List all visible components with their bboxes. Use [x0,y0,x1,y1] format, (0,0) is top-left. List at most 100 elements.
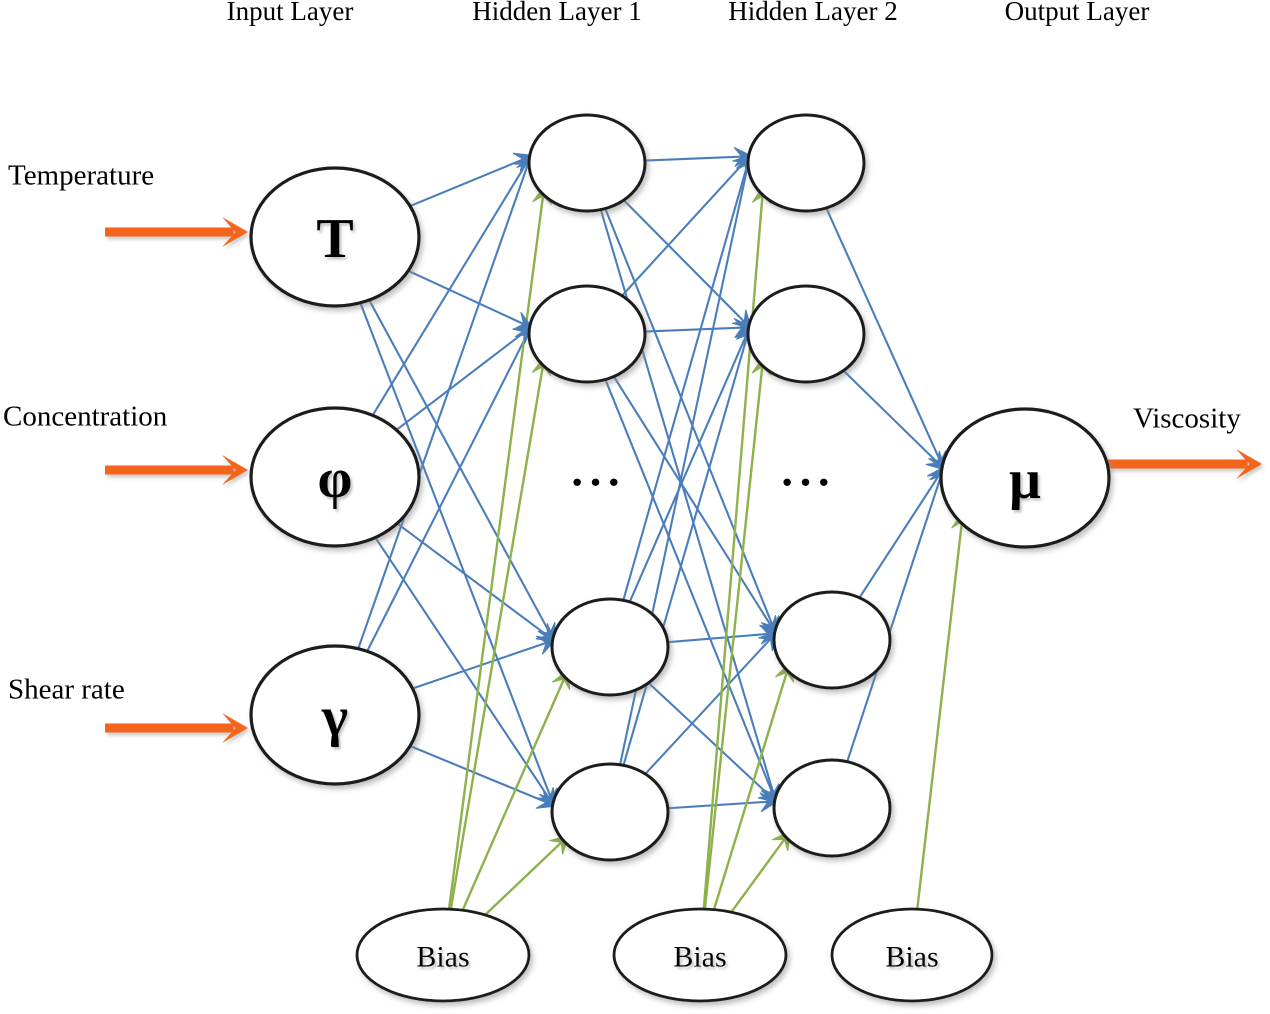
input-label-shear-rate: Shear rate [8,674,125,706]
ellipsis-h1-ellipsis: ··· [569,457,624,508]
hidden1-node-h1-n3-ellipse [550,597,670,697]
weight-edge-h1-n1-to-h2-n1 [644,155,750,162]
bias-node-bias-1-ellipse [355,907,531,1003]
weight-edge-h1-n2-to-h2-n3 [612,375,777,634]
bias-node-bias-3-ellipse [830,907,994,1003]
input-node-temperature-label: T [316,208,353,270]
bias-node-bias-2: Bias [612,907,788,1003]
weight-arrowhead-h1-n4-11 [535,790,557,809]
arrowhead-shape [759,792,779,813]
bias-node-bias-2-label: Bias [673,941,726,974]
input-node-concentration-ellipse [249,406,421,548]
output-arrow-viscosity-head [1236,449,1262,479]
input-node-temperature-ellipse [249,166,421,308]
arrowhead-shape [925,450,946,471]
input-arrow-concentration-head [222,455,248,485]
weight-edge-h1-n3-to-h2-n2 [628,326,751,603]
hidden1-node-h1-n4 [550,762,670,862]
weight-edge-temperature-to-h1-n4 [359,302,555,806]
weight-edge-temperature-to-h1-n1 [409,155,532,208]
bias-edge-bias-2-to-h2-n2 [703,358,765,910]
input-arrow-shear-rate-head [222,713,248,743]
weight-arrowhead-h2-n4-11 [757,783,778,804]
hidden2-node-h2-n2 [746,284,866,384]
weight-edges-group [357,155,945,810]
bias-edge-bias-1-to-h1-n1 [447,187,546,910]
weight-edge-concentration-to-h1-n3 [396,522,555,642]
hidden2-node-h2-n3-ellipse [772,590,892,690]
weight-arrowhead-viscosity-1 [925,450,946,471]
weight-edge-shear-rate-to-h1-n4 [409,745,555,807]
hidden1-node-h1-n4-ellipse [550,762,670,862]
bias-edge-bias-1-to-h1-n3 [461,671,569,911]
output-node-viscosity: μ [939,407,1111,549]
bias-edge-bias-3-to-viscosity [916,513,965,910]
hidden2-node-h2-n1 [746,113,866,213]
weight-arrowhead-h1-n3-10 [535,635,557,655]
arrowhead-shape [535,790,557,809]
arrowhead-shape [757,783,778,804]
hidden1-node-h1-n1-ellipse [527,113,647,213]
weight-edge-h1-n3-to-h2-n1 [622,155,751,601]
bias-node-bias-2-ellipse [612,907,788,1003]
weight-edge-h1-n4-to-h2-n2 [622,326,751,766]
weight-edge-h1-n1-to-h2-n3 [604,208,777,634]
input-arrow-temperature-head [222,217,248,247]
input-arrow-temperature [105,217,248,247]
bias-node-bias-3: Bias [830,907,994,1003]
bias-node-bias-1-label: Bias [416,941,469,974]
hidden2-node-h2-n4 [772,758,892,858]
output-arrow-viscosity [1108,449,1262,479]
hidden1-node-h1-n2-ellipse [527,284,647,384]
hidden1-node-h1-n2 [527,284,647,384]
hidden2-node-h2-n2-ellipse [746,284,866,384]
hidden2-node-h2-n4-ellipse [772,758,892,858]
hidden2-node-h2-n1-ellipse [746,113,866,213]
weight-edge-h2-n3-to-viscosity [858,467,945,599]
weight-edge-shear-rate-to-h1-n2 [366,326,532,652]
ellipsis-h2-ellipsis: ··· [779,457,834,508]
layer-header-hidden-layer-1: Hidden Layer 1 [472,0,641,26]
layer-header-input-layer: Input Layer [227,0,354,26]
weight-edge-h1-n3-to-h2-n3 [667,632,776,644]
output-label-viscosity: Viscosity [1133,403,1241,435]
hidden2-node-h2-n3 [772,590,892,690]
input-node-shear-rate-ellipse [249,644,421,786]
input-label-concentration: Concentration [3,401,168,433]
bias-edge-bias-1-to-h1-n4 [484,836,568,916]
input-label-temperature: Temperature [8,160,154,192]
bias-node-bias-3-label: Bias [885,941,938,974]
weight-edge-h1-n4-to-h2-n3 [644,632,777,775]
bias-edge-bias-2-to-h2-n1 [702,187,765,910]
weight-edge-h1-n4-to-h2-n4 [667,800,776,810]
weight-edge-shear-rate-to-h1-n1 [357,155,532,650]
weight-edge-temperature-to-h1-n3 [368,299,555,641]
weight-edge-concentration-to-h1-n2 [395,326,532,431]
input-arrow-shear-rate [105,713,248,743]
input-node-shear-rate-label: γ [321,686,348,748]
weight-edge-temperature-to-h1-n2 [407,269,532,329]
weight-edge-shear-rate-to-h1-n3 [412,639,555,690]
weight-edge-h2-n1-to-viscosity [825,207,945,469]
bias-edge-bias-1-to-h1-n2 [449,358,546,910]
input-arrow-concentration [105,455,248,485]
weight-edge-h1-n1-to-h2-n2 [623,199,751,329]
input-node-concentration-label: φ [318,448,353,510]
io-arrows-group [105,217,1262,743]
hidden1-node-h1-n1 [527,113,647,213]
weight-edge-h1-n2-to-h2-n2 [644,326,750,333]
weight-edge-h1-n3-to-h2-n4 [647,682,777,803]
arrowhead-shape [535,635,557,655]
bias-edge-bias-2-to-h2-n4 [730,832,791,913]
weight-edge-h1-n2-to-h2-n4 [604,379,777,802]
bias-node-bias-1: Bias [355,907,531,1003]
input-node-shear-rate: γ [249,644,421,786]
hidden1-node-h1-n3 [550,597,670,697]
output-node-viscosity-label: μ [1009,449,1041,511]
layer-header-hidden-layer-2: Hidden Layer 2 [728,0,897,26]
